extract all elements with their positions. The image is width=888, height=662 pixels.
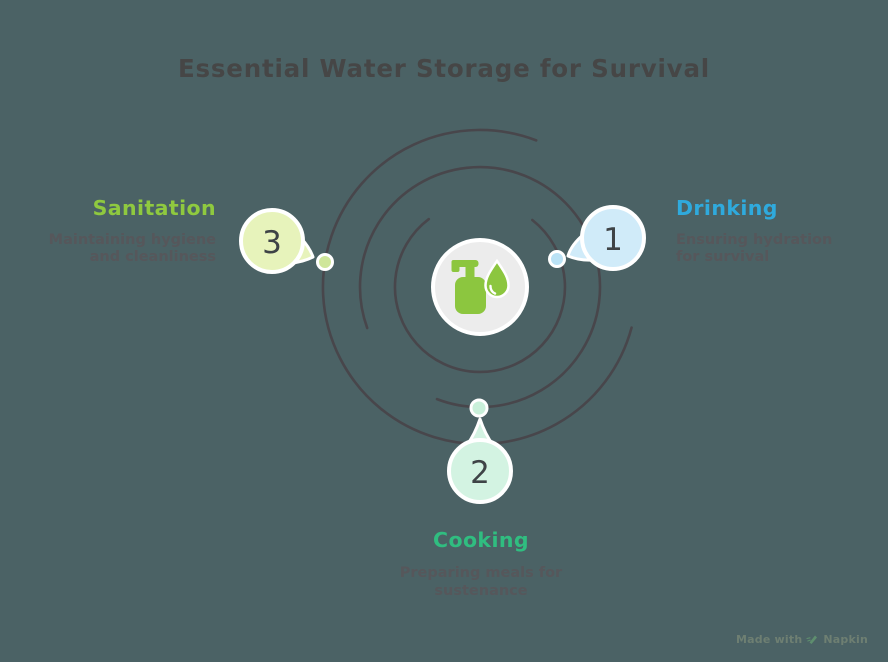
- connector-dot-cooking: [469, 398, 489, 418]
- desc-cooking-line1: Preparing meals for: [399, 565, 563, 581]
- connector-dot-sanitation: [316, 253, 334, 271]
- desc-sanitation-line2: and cleanliness: [89, 249, 216, 265]
- footer-credit: Made with Napkin: [736, 633, 868, 646]
- bubble-3-sanitation: 3: [239, 208, 315, 274]
- bubble-2-circle: [447, 438, 513, 504]
- soap-bottle-droplet-icon: [451, 258, 510, 314]
- spiral-arc-inner: [393, 217, 567, 374]
- desc-cooking-line2: sustenance: [434, 583, 528, 599]
- bubble-2-cooking: 2: [447, 417, 513, 504]
- brand-label: Napkin: [823, 633, 868, 646]
- heading-drinking: Drinking: [676, 196, 778, 220]
- spiral-arc-middle: [358, 165, 602, 409]
- page-title: Essential Water Storage for Survival: [178, 54, 710, 83]
- center-node: [431, 238, 529, 336]
- desc-drinking-line2: for survival: [676, 249, 770, 265]
- bubble-3-number: 3: [262, 225, 282, 261]
- made-with-label: Made with: [736, 633, 803, 646]
- napkin-logo-icon: [806, 635, 818, 644]
- bubble-2-number: 2: [470, 455, 490, 491]
- desc-drinking: Ensuring hydration for survival: [676, 232, 832, 266]
- heading-cooking: Cooking: [433, 528, 529, 552]
- desc-cooking: Preparing meals for sustenance: [0, 564, 888, 600]
- desc-sanitation-line1: Maintaining hygiene: [48, 232, 216, 248]
- heading-sanitation: Sanitation: [92, 196, 216, 220]
- desc-drinking-line1: Ensuring hydration: [676, 232, 833, 248]
- bubble-1-circle: [580, 205, 646, 271]
- desc-sanitation: Maintaining hygiene and cleanliness: [49, 232, 216, 266]
- bubble-1-number: 1: [603, 222, 623, 258]
- spiral-arcs: [321, 128, 633, 446]
- bubble-3-circle: [239, 208, 305, 274]
- connector-dot-drinking: [548, 250, 566, 268]
- bubble-1-drinking: 1: [566, 205, 646, 271]
- spiral-arc-outer: [321, 128, 633, 446]
